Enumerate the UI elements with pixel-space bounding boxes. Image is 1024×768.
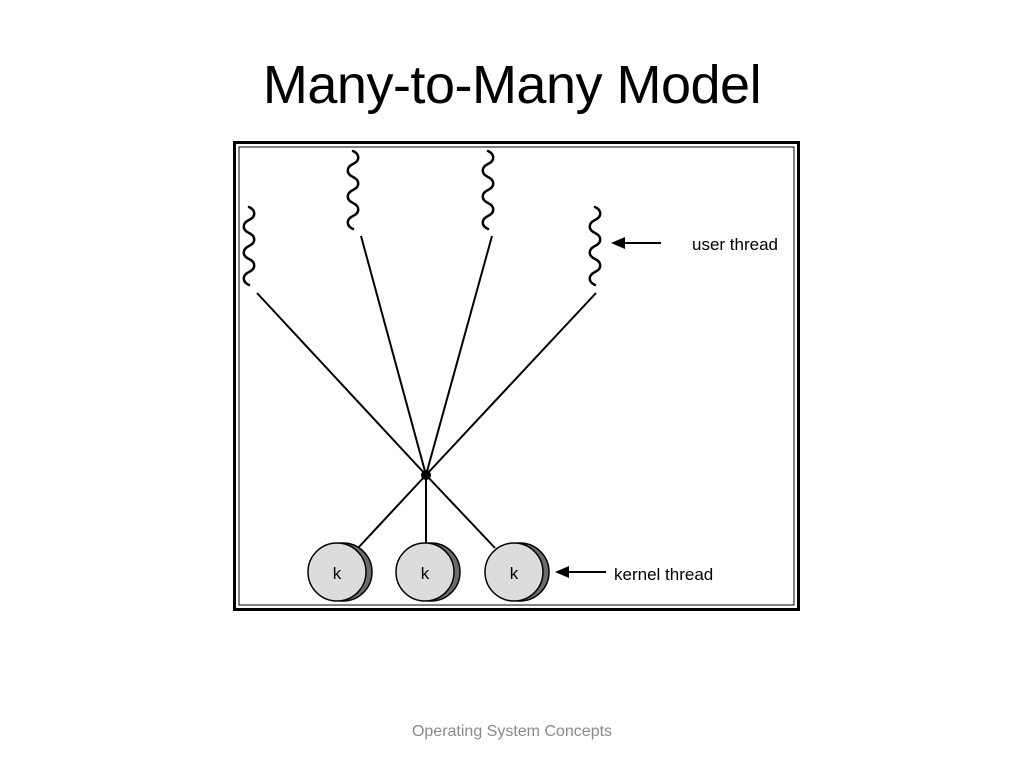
wavy-thread-icon: [588, 205, 602, 287]
slide-footer: Operating System Concepts: [411, 723, 613, 740]
inner-frame: [238, 146, 795, 606]
kernel-thread-disk: k: [395, 542, 461, 602]
kernel-thread-disk: k: [484, 542, 550, 602]
diagram-canvas: k k k user thread: [233, 141, 800, 611]
user-thread-arrow-icon: [611, 237, 661, 249]
multiplex-node: [421, 470, 431, 480]
connection-line: [425, 235, 493, 476]
user-connection-lines: [256, 235, 597, 476]
many-to-many-figure: k k k user thread: [233, 141, 800, 611]
connection-line: [425, 474, 496, 549]
kernel-thread-label: k: [333, 564, 342, 583]
connection-line: [425, 292, 597, 476]
user-threads: [242, 149, 602, 287]
user-thread-label: user thread: [692, 235, 778, 254]
wavy-thread-icon: [481, 149, 495, 231]
connection-line: [256, 292, 427, 476]
kernel-thread-disk: k: [307, 542, 373, 602]
outer-frame: [233, 141, 800, 611]
wavy-thread-icon: [346, 149, 360, 231]
connection-line: [360, 235, 427, 476]
kernel-threads: k k k: [307, 542, 550, 602]
wavy-thread-icon: [242, 205, 256, 287]
kernel-thread-label: k: [421, 564, 430, 583]
kernel-thread-label: k: [510, 564, 519, 583]
kernel-thread-arrow-icon: [555, 566, 606, 578]
connection-line: [357, 474, 427, 549]
slide-title: Many-to-Many Model: [262, 55, 762, 115]
kernel-connection-lines: [357, 474, 496, 549]
kernel-thread-text-label: kernel thread: [614, 565, 713, 584]
